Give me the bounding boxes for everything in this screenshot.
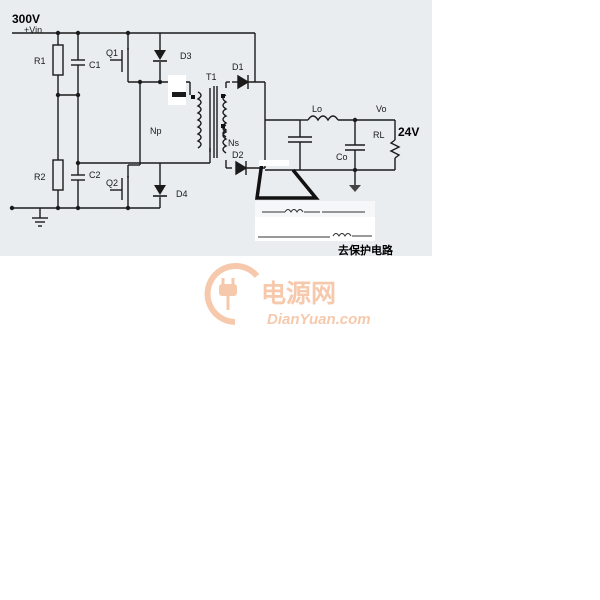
r2-label: R2 <box>34 172 46 182</box>
vin-label: 300V <box>12 12 40 26</box>
d4-diode <box>154 185 166 195</box>
vo-label: Vo <box>376 104 387 114</box>
np-label: Np <box>150 126 162 136</box>
d3-label: D3 <box>180 51 192 61</box>
q2-label: Q2 <box>106 178 118 188</box>
circuit-photo: 300V +Vin R1 R2 C1 C2 Q1 Q2 D3 D4 T1 Np … <box>0 0 432 256</box>
lo-label: Lo <box>312 104 322 114</box>
protection-inset <box>255 201 375 241</box>
protection-annotation: 去保护电路 <box>338 243 394 256</box>
d2-label: D2 <box>232 150 244 160</box>
watermark-en: DianYuan.com <box>267 311 371 328</box>
t1-label: T1 <box>206 72 217 82</box>
ns-label: Ns <box>228 138 239 148</box>
q1-label: Q1 <box>106 48 118 58</box>
d3-diode <box>154 50 166 60</box>
plug-logo-icon <box>204 263 260 325</box>
handwritten-mark <box>254 161 320 200</box>
co-label: Co <box>336 152 348 162</box>
vout-label: 24V <box>398 125 419 139</box>
c1-label: C1 <box>89 60 101 70</box>
half-bridge-schematic: 300V +Vin R1 R2 C1 C2 Q1 Q2 D3 D4 T1 Np … <box>9 12 419 256</box>
r2-resistor <box>52 159 64 191</box>
watermark-cn: 电源网 <box>261 279 336 308</box>
dianyuan-watermark: 电源网 DianYuan.com <box>195 262 415 332</box>
d4-label: D4 <box>176 189 188 199</box>
vin-small-label: +Vin <box>24 25 42 35</box>
d1-label: D1 <box>232 62 244 72</box>
ground-output <box>349 185 361 192</box>
rl-label: RL <box>373 130 385 140</box>
r1-label: R1 <box>34 56 46 66</box>
c2-label: C2 <box>89 170 101 180</box>
r1-resistor <box>52 44 64 76</box>
